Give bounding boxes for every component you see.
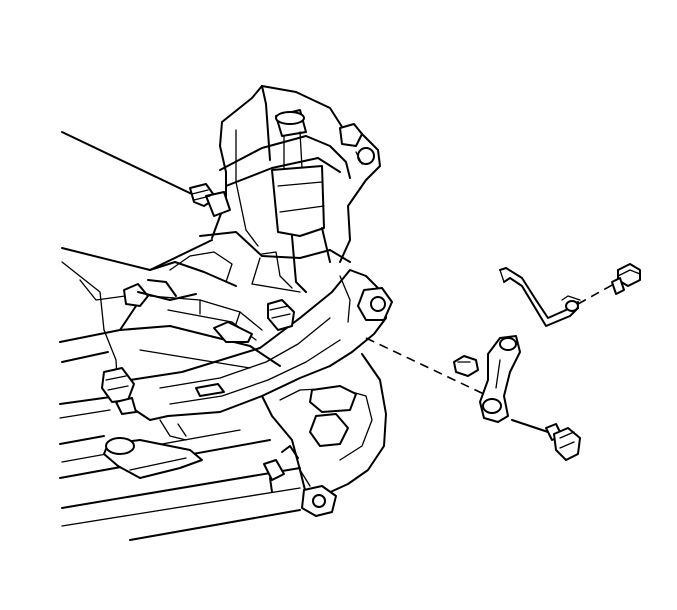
- strut-spring-assembly: [211, 85, 381, 293]
- nut: [453, 355, 479, 377]
- frame-rail-lines: [59, 131, 301, 541]
- mounting-stud-middle: [267, 299, 295, 331]
- bolt-upper: [611, 263, 641, 295]
- assembly-line-link: [365, 337, 489, 397]
- stabilizer-bracket: [499, 267, 581, 327]
- lower-crossmember-section: [261, 353, 387, 517]
- arm-front-bushing: [123, 279, 197, 307]
- mounting-stud-upper: [189, 183, 231, 217]
- assembly-line-bolt: [577, 283, 615, 305]
- floor-bracket: [103, 419, 203, 479]
- suspension-crossmember: [103, 231, 351, 397]
- stabilizer-link: [479, 335, 549, 433]
- bolt-lower: [545, 423, 581, 461]
- mounting-stud-lower: [101, 367, 137, 415]
